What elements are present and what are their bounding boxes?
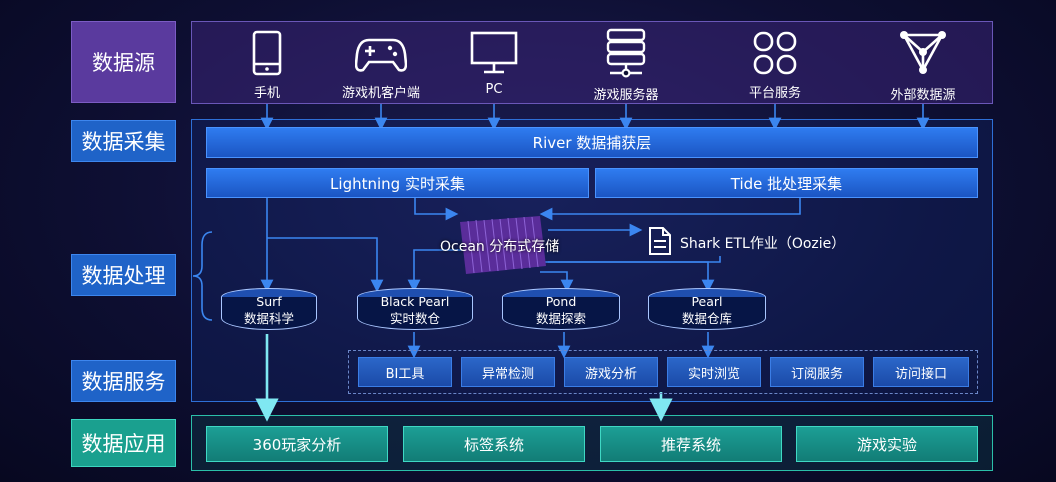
river-capture-bar: River 数据捕获层 (206, 127, 978, 158)
service-subscription: 订阅服务 (770, 357, 864, 387)
source-console: 游戏机客户端 (331, 30, 431, 101)
source-phone: 手机 (237, 30, 297, 101)
service-game-analysis: 游戏分析 (564, 357, 658, 387)
store-desc: 数据仓库 (681, 311, 732, 326)
app-player-360: 360玩家分析 (206, 426, 388, 462)
shark-etl-label: Shark ETL作业（Oozie） (680, 236, 846, 252)
app-game-experiment: 游戏实验 (796, 426, 978, 462)
layer-label-process: 数据处理 (71, 254, 176, 296)
store-desc: 数据科学 (243, 311, 294, 326)
source-game-server: 游戏服务器 (581, 28, 671, 103)
data-process-panel (191, 119, 993, 402)
store-desc: 实时数仓 (389, 311, 440, 326)
layer-label-app: 数据应用 (71, 419, 176, 467)
gamepad-icon (355, 38, 407, 72)
lightning-realtime-bar: Lightning 实时采集 (206, 168, 589, 198)
store-pearl: Pearl 数据仓库 (648, 288, 766, 332)
store-name: Black Pearl (380, 294, 450, 309)
phone-icon (252, 30, 282, 76)
layer-label-collect: 数据采集 (71, 120, 176, 162)
ocean-storage-icon (460, 216, 546, 274)
source-external: 外部数据源 (878, 28, 968, 103)
source-label: 外部数据源 (890, 88, 956, 103)
monitor-icon (470, 31, 518, 74)
app-recommendation: 推荐系统 (600, 426, 782, 462)
ocean-storage-label: Ocean 分布式存储 (440, 239, 560, 255)
store-desc: 数据探索 (535, 311, 586, 326)
network-icon (900, 31, 946, 74)
store-pond: Pond 数据探索 (502, 288, 620, 332)
app-tag-system: 标签系统 (403, 426, 585, 462)
document-icon (649, 227, 671, 255)
tide-batch-bar: Tide 批处理采集 (595, 168, 978, 198)
source-platform: 平台服务 (735, 30, 815, 101)
layer-label-source: 数据源 (71, 21, 176, 103)
clover-icon (753, 31, 797, 75)
layer-label-service: 数据服务 (71, 360, 176, 402)
source-label: 平台服务 (748, 86, 801, 101)
service-realtime-browse: 实时浏览 (667, 357, 761, 387)
store-name: Pond (545, 294, 577, 309)
service-bi-tool: BI工具 (358, 357, 452, 387)
source-label: 手机 (253, 86, 280, 101)
services-group (348, 350, 978, 394)
store-name: Pearl (691, 294, 723, 309)
service-access-api: 访问接口 (873, 357, 969, 387)
data-source-panel (191, 21, 993, 104)
source-label: 游戏机客户端 (341, 86, 420, 101)
source-label: PC (485, 82, 503, 97)
store-surf: Surf 数据科学 (221, 288, 317, 332)
source-label: 游戏服务器 (593, 88, 659, 103)
service-anomaly-detection: 异常检测 (461, 357, 555, 387)
server-icon (606, 28, 646, 78)
store-name: Surf (256, 294, 282, 309)
store-black-pearl: Black Pearl 实时数仓 (357, 288, 473, 332)
source-pc: PC (464, 30, 524, 97)
